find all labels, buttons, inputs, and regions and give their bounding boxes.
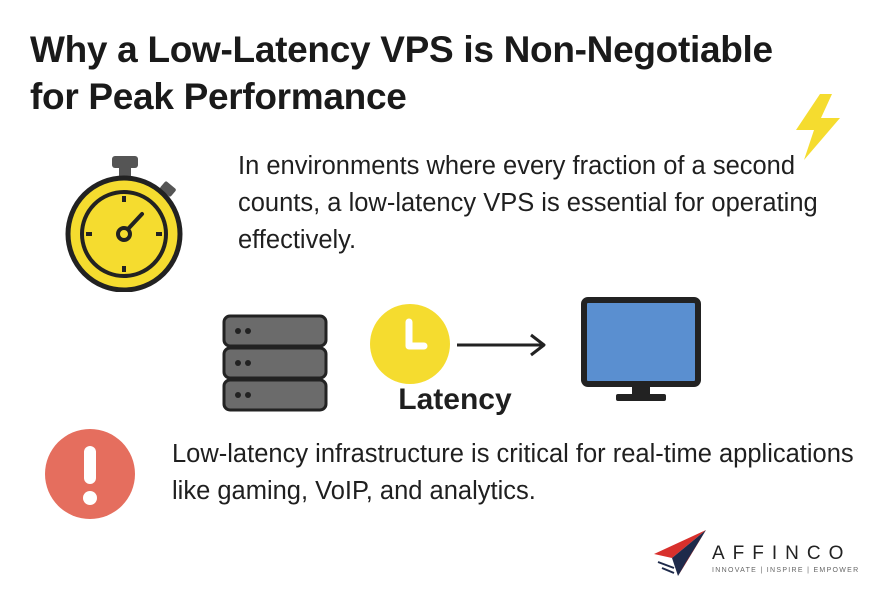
title-line-1: Why a Low-Latency VPS is Non-Negotiable: [30, 29, 773, 70]
exclamation-icon: [45, 429, 135, 519]
latency-label: Latency: [398, 383, 512, 416]
brand-name: AFFINCO: [712, 543, 852, 564]
monitor-icon: [581, 297, 701, 401]
brand-tagline: INNOVATE | INSPIRE | EMPOWER: [712, 567, 860, 574]
page-title: Why a Low-Latency VPS is Non-Negotiable …: [30, 26, 880, 120]
lightning-icon: [796, 94, 840, 160]
title-line-2: for Peak Performance: [30, 76, 407, 117]
paper-plane-logo-icon: [654, 530, 706, 576]
server-icon: [222, 314, 328, 412]
clock-icon: [370, 304, 450, 384]
warning-paragraph: Low-latency infrastructure is critical f…: [172, 440, 854, 505]
intro-paragraph: In environments where every fraction of …: [238, 152, 818, 254]
arrow-right-icon: [457, 333, 546, 357]
stopwatch-icon: [65, 156, 183, 292]
